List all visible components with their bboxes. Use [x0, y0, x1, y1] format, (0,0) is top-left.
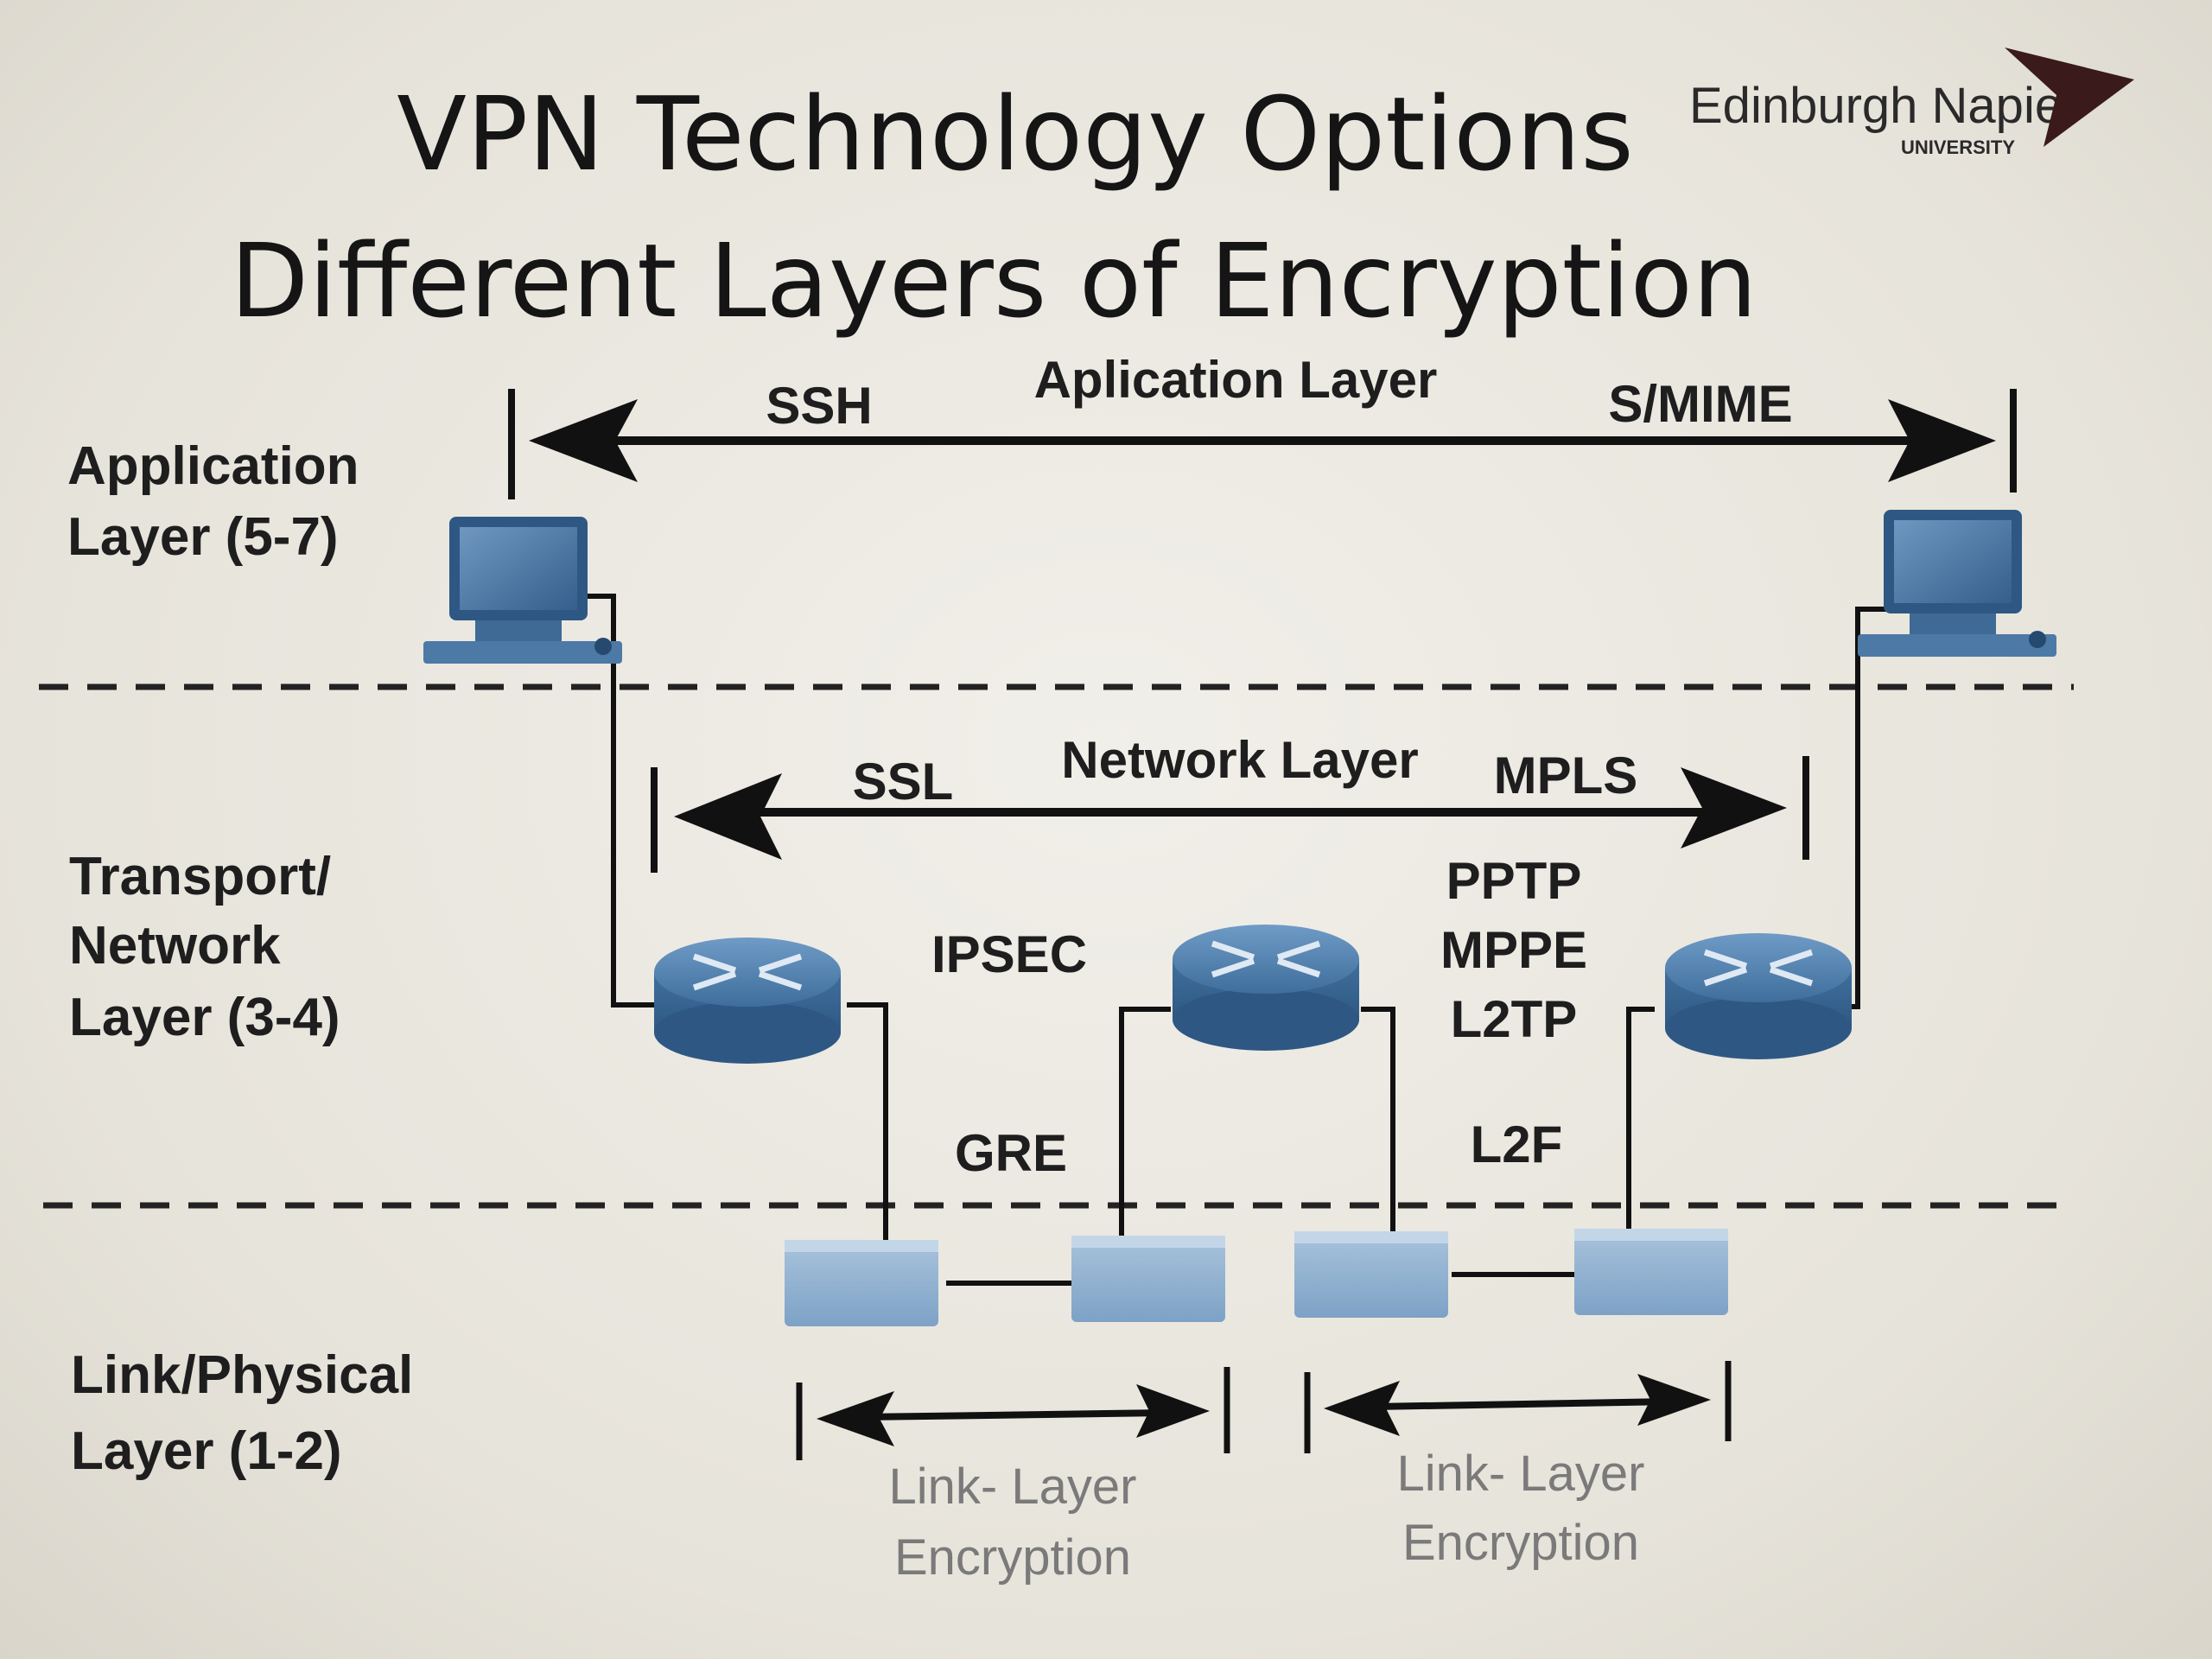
- layer-label-transport-3: Layer (3-4): [69, 988, 340, 1047]
- link-encryption-right-2: Encryption: [1402, 1515, 1639, 1571]
- protocol-gre: GRE: [955, 1124, 1067, 1182]
- switch-3-icon: [1294, 1231, 1448, 1318]
- right-computer-icon: [1858, 510, 2056, 657]
- protocol-l2tp: L2TP: [1451, 990, 1578, 1048]
- network-layer-arrow: [651, 756, 1809, 873]
- protocol-ipsec: IPSEC: [931, 925, 1087, 983]
- link-encryption-right-1: Link- Layer: [1397, 1446, 1645, 1502]
- layer-label-application-2: Layer (5-7): [67, 507, 339, 567]
- layer-label-link-1: Link/Physical: [71, 1345, 413, 1405]
- protocol-smime: S/MIME: [1608, 375, 1792, 433]
- title-line-1: VPN Technology Options: [397, 74, 1633, 194]
- protocol-ssl: SSL: [853, 753, 954, 810]
- switch-2-icon: [1071, 1236, 1225, 1322]
- protocol-mppe: MPPE: [1440, 921, 1587, 979]
- logo-sub: UNIVERSITY: [1901, 137, 2015, 158]
- switch-4-icon: [1574, 1229, 1728, 1315]
- link-encryption-left-2: Encryption: [894, 1529, 1131, 1586]
- protocol-pptp: PPTP: [1446, 852, 1582, 910]
- router-right-icon: [1665, 933, 1852, 1059]
- application-layer-caption: Aplication Layer: [1034, 351, 1438, 409]
- layer-label-application-1: Application: [67, 436, 359, 496]
- protocol-l2f: L2F: [1471, 1116, 1563, 1173]
- left-computer-icon: [423, 517, 622, 664]
- network-wires: [579, 594, 1905, 1286]
- router-middle-icon: [1173, 925, 1359, 1051]
- link-arrow-left: [796, 1367, 1230, 1460]
- protocol-ssh: SSH: [766, 377, 872, 435]
- layer-label-transport-2: Network: [69, 916, 281, 976]
- network-layer-caption: Network Layer: [1061, 731, 1419, 789]
- layer-label-link-2: Layer (1-2): [71, 1421, 342, 1481]
- link-arrow-right: [1304, 1361, 1732, 1453]
- logo-arrow-icon: [2005, 48, 2134, 147]
- layer-label-transport-1: Transport/: [69, 847, 331, 906]
- router-left-icon: [654, 938, 841, 1064]
- protocol-mpls: MPLS: [1494, 747, 1638, 804]
- title-line-2: Different Layers of Encryption: [230, 221, 1757, 340]
- university-logo: Edinburgh Napier UNIVERSITY: [1689, 48, 2134, 158]
- link-encryption-left-1: Link- Layer: [889, 1459, 1137, 1515]
- application-layer-arrow: [508, 389, 2017, 499]
- switch-1-icon: [785, 1240, 938, 1326]
- logo-name: Edinburgh Napier: [1689, 78, 2079, 134]
